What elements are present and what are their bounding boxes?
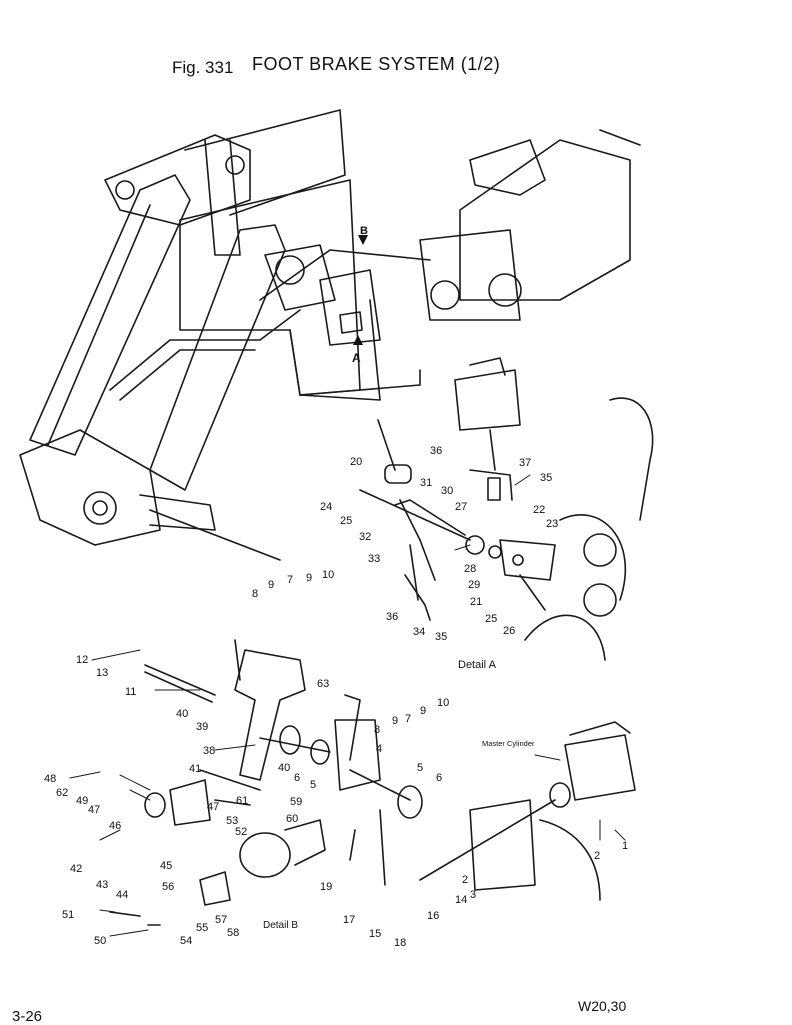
- part-number: 42: [70, 863, 82, 875]
- part-number: 49: [76, 795, 88, 807]
- view-arrows: [353, 235, 368, 345]
- page-number: 3-26: [12, 1008, 43, 1025]
- part-number: 7: [405, 713, 411, 725]
- part-number: 33: [368, 553, 380, 565]
- part-number: 6: [436, 772, 442, 784]
- part-number: 1: [622, 840, 628, 852]
- part-number: 11: [125, 686, 136, 698]
- part-number: 19: [320, 881, 332, 893]
- part-number: 36: [430, 445, 442, 457]
- part-number: 14: [455, 894, 467, 906]
- part-number: 62: [56, 787, 68, 799]
- part-number-callouts: 20 24 25 31 30 27 22 23 36 37 35 32 33 2…: [44, 445, 628, 949]
- part-number: 8: [252, 588, 258, 600]
- part-number: 31: [420, 477, 432, 489]
- part-number: 51: [62, 909, 74, 921]
- part-number: 24: [320, 501, 332, 513]
- part-number: 10: [437, 697, 449, 709]
- part-number: 23: [546, 518, 558, 530]
- part-number: 9: [268, 579, 274, 591]
- part-number: 25: [340, 515, 352, 527]
- part-number: 18: [394, 937, 406, 949]
- leader-lines: [69, 474, 626, 937]
- part-number: 4: [376, 743, 382, 755]
- part-number: 15: [369, 928, 381, 940]
- part-number: 47: [88, 804, 100, 816]
- part-number: 6: [294, 772, 300, 784]
- part-number: 27: [455, 501, 467, 513]
- part-number: 40: [176, 708, 188, 720]
- part-number: 40: [278, 762, 290, 774]
- part-number: 32: [359, 531, 371, 543]
- part-number: 12: [76, 654, 88, 666]
- part-number: 36: [386, 611, 398, 623]
- part-number: 48: [44, 773, 56, 785]
- part-number: 17: [343, 914, 355, 926]
- part-number: 3: [470, 889, 476, 901]
- part-number: 21: [470, 596, 482, 608]
- part-number: 7: [287, 574, 293, 586]
- view-b-label: B: [360, 225, 368, 237]
- part-number: 41: [189, 763, 201, 775]
- part-number: 38: [203, 745, 215, 757]
- part-number: 52: [235, 826, 247, 838]
- loader-frame-drawing: [19, 109, 654, 617]
- detail-a-caption: Detail A: [458, 659, 497, 671]
- part-number: 26: [503, 625, 515, 637]
- detail-b-drawing: [109, 639, 636, 926]
- part-number: 50: [94, 935, 106, 947]
- part-number: 58: [227, 927, 239, 939]
- part-number: 59: [290, 796, 302, 808]
- part-number: 10: [322, 569, 334, 581]
- part-number: 46: [109, 820, 121, 832]
- part-number: 20: [350, 456, 362, 468]
- part-number: 56: [162, 881, 174, 893]
- part-number: 55: [196, 922, 208, 934]
- part-number: 13: [96, 667, 108, 679]
- part-number: 28: [464, 563, 476, 575]
- part-number: 60: [286, 813, 298, 825]
- part-number: 61: [236, 795, 248, 807]
- part-number: 16: [427, 910, 439, 922]
- part-number: 8: [374, 724, 380, 736]
- part-number: 5: [417, 762, 423, 774]
- part-number: 37: [519, 457, 531, 469]
- detail-b-caption: Detail B: [263, 920, 298, 931]
- part-number: 35: [435, 631, 447, 643]
- master-cylinder-caption: Master Cylinder: [482, 739, 535, 748]
- part-number: 43: [96, 879, 108, 891]
- part-number: 5: [310, 779, 316, 791]
- part-number: 2: [594, 850, 600, 862]
- part-number: 47: [207, 801, 219, 813]
- part-number: 25: [485, 613, 497, 625]
- part-number: 9: [306, 572, 312, 584]
- part-number: 9: [392, 715, 398, 727]
- part-number: 34: [413, 626, 425, 638]
- detail-a-drawing: [359, 419, 606, 661]
- part-number: 54: [180, 935, 192, 947]
- part-number: 57: [215, 914, 227, 926]
- part-number: 35: [540, 472, 552, 484]
- part-number: 2: [462, 874, 468, 886]
- model-code: W20,30: [578, 998, 627, 1014]
- part-number: 30: [441, 485, 453, 497]
- part-number: 53: [226, 815, 238, 827]
- view-a-label: A: [352, 351, 361, 365]
- part-number: 9: [420, 705, 426, 717]
- part-number: 22: [533, 504, 545, 516]
- figure-title: FOOT BRAKE SYSTEM (1/2): [252, 54, 501, 74]
- part-number: 44: [116, 889, 128, 901]
- part-number: 39: [196, 721, 208, 733]
- part-number: 63: [317, 678, 329, 690]
- part-number: 45: [160, 860, 172, 872]
- figure-number: Fig. 331: [172, 58, 234, 77]
- part-number: 29: [468, 579, 480, 591]
